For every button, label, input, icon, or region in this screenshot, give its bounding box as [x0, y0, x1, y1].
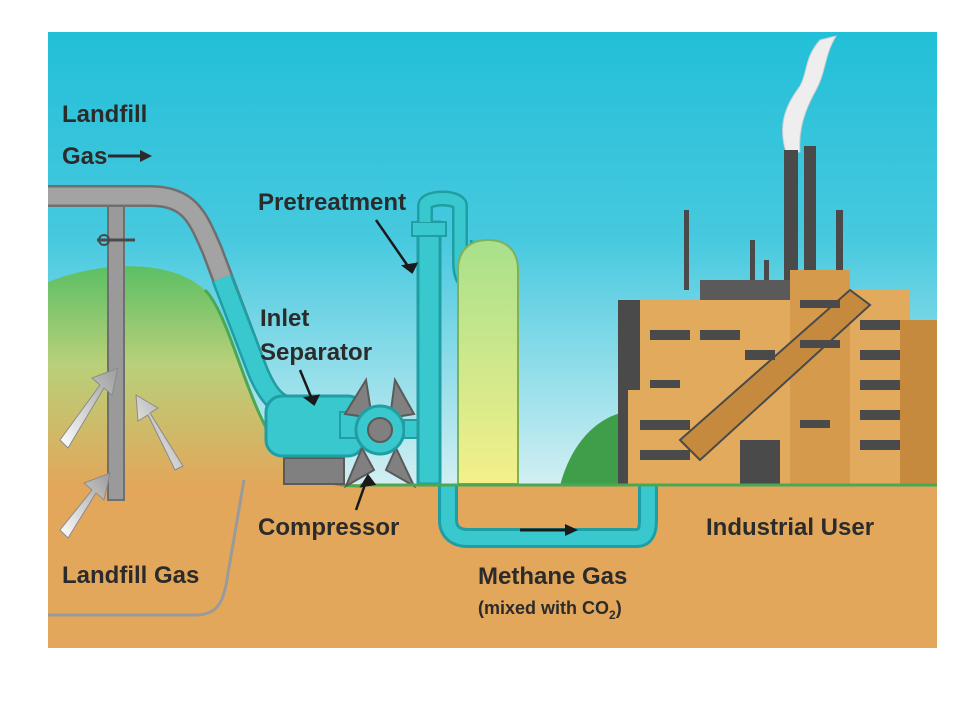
label-inlet-separator-line1: Inlet	[260, 305, 309, 332]
compressor	[343, 376, 417, 489]
label-landfill-gas-bottom: Landfill Gas	[62, 562, 199, 589]
landfill-cell-outline	[48, 479, 246, 617]
label-pretreatment: Pretreatment	[258, 189, 406, 216]
leader-lines	[298, 219, 419, 511]
label-methane-note: (mixed with CO2)	[478, 598, 622, 622]
arrow-right-icon	[520, 524, 578, 536]
industrial-plant	[618, 35, 937, 486]
arrow-right-icon	[108, 150, 152, 162]
smoke-icon	[782, 35, 838, 153]
pretreatment-unit	[411, 190, 519, 486]
label-industrial-user: Industrial User	[706, 514, 874, 541]
ground	[48, 484, 937, 648]
label-compressor: Compressor	[258, 514, 399, 541]
gas-flow-arrows	[59, 367, 184, 539]
label-methane-gas: Methane Gas	[478, 563, 627, 590]
storage-tank	[457, 238, 519, 485]
label-landfill-gas-top-line1: Landfill	[62, 101, 147, 128]
landfill-mound	[48, 266, 360, 486]
valve-icon	[97, 234, 135, 246]
label-inlet-separator-line2: Separator	[260, 339, 372, 366]
gas-well-pipe	[107, 199, 125, 501]
label-landfill-gas-top-line2: Gas	[62, 143, 107, 170]
